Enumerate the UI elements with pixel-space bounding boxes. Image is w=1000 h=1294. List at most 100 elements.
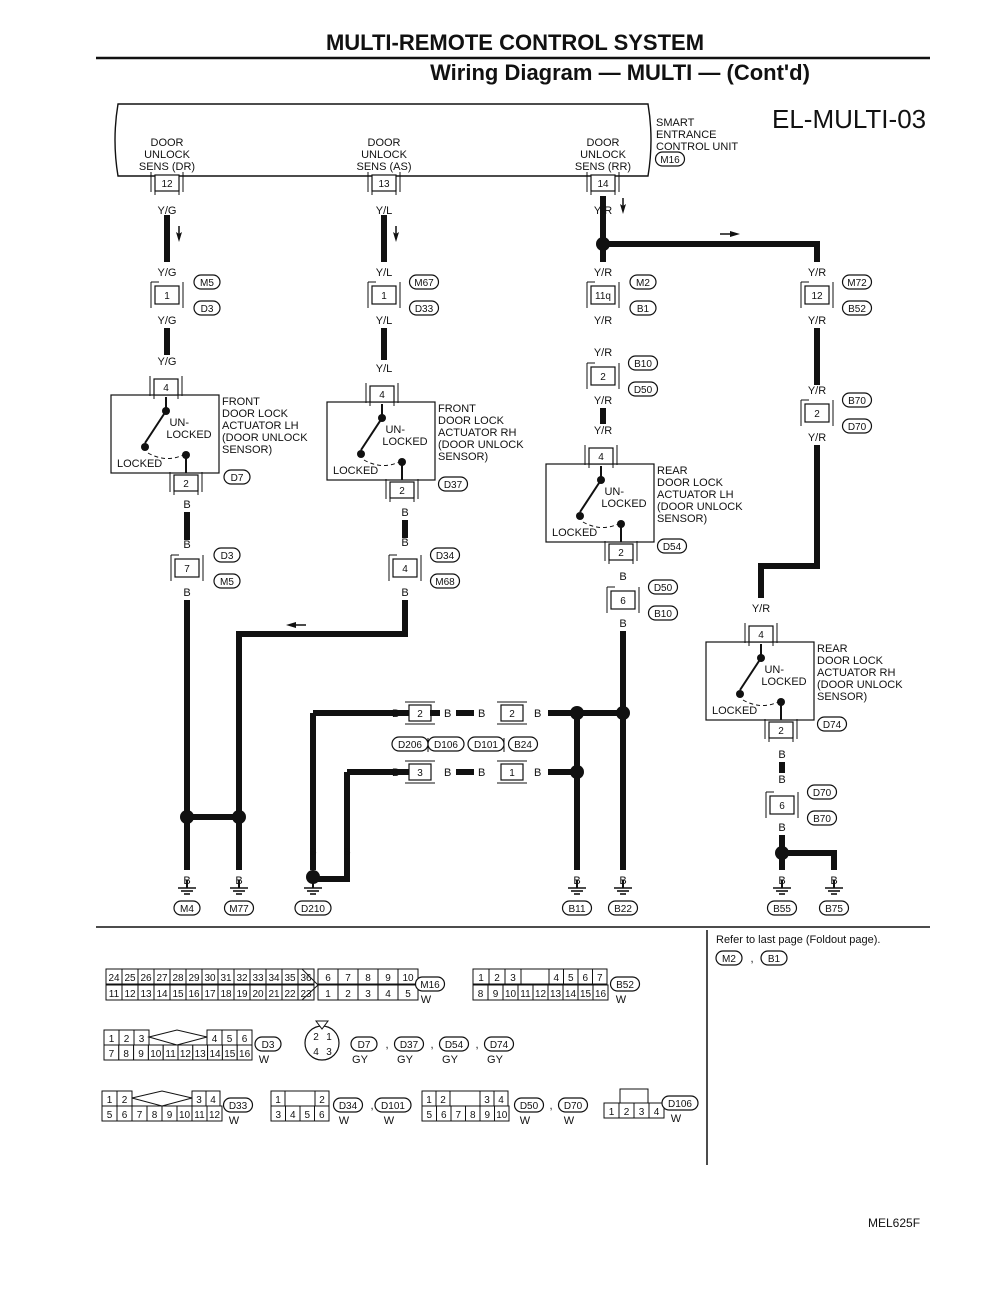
actuator-front-rh-in-pin <box>369 385 395 403</box>
face-d50-top-cell-label: 2 <box>440 1095 446 1106</box>
wire-color: Y/R <box>808 385 826 397</box>
joint-g3-top-badge-label: D50 <box>654 583 673 594</box>
joint-c3-bottom-badge-label: B1 <box>637 304 650 315</box>
joint-g1-pin: 7 <box>184 564 190 575</box>
face-m16-top-cell-label: 32 <box>236 973 248 984</box>
wire-color: B <box>444 767 451 779</box>
wire-color: Y/L <box>376 315 393 327</box>
joint-m2-left-badge-label: D101 <box>474 740 498 751</box>
ground-m77 <box>223 900 255 916</box>
actuator-rear-rh-desc-line: SENSOR) <box>817 691 867 703</box>
face-d33-key <box>131 1090 193 1107</box>
face-d3-bottom-cell-label: 16 <box>239 1049 251 1060</box>
joint-m2-right-badge-label: B24 <box>514 740 532 751</box>
joint-c2-bottom-badge <box>408 300 440 316</box>
control-unit-label: SMART <box>656 117 695 129</box>
wire-color: B <box>534 767 541 779</box>
face-d34-bottom-cell-label: 6 <box>319 1110 325 1121</box>
actuator-front-rh-locked-label: LOCKED <box>333 465 378 477</box>
wire-color: Y/G <box>158 315 177 327</box>
face-m16-bottom-cell-label: 19 <box>236 989 248 1000</box>
face-d3-top-b-cell-label: 6 <box>242 1034 248 1045</box>
face-dgroup-3-badge-label: D74 <box>490 1040 509 1051</box>
joint-c6-pin: 2 <box>814 409 820 420</box>
joint-g1-top-badge <box>213 547 241 563</box>
flow-arrow <box>730 231 740 237</box>
face-m16-bottom-b-cell <box>397 984 419 1001</box>
face-m16-top-cell-label: 24 <box>108 973 120 984</box>
reference-connector-badge <box>715 950 743 966</box>
joint-m2 <box>500 704 524 722</box>
joint-c3-bottom-badge <box>629 300 657 316</box>
face-m16-bottom-cell-label: 20 <box>252 989 264 1000</box>
face-b52-bottom-cell-label: 11 <box>520 989 531 1000</box>
actuator-rear-rh-contact-locked <box>736 690 744 698</box>
ground-b75 <box>818 900 850 916</box>
face-m16-top-cell-label: 31 <box>220 973 232 984</box>
joint-m4 <box>500 763 524 781</box>
face-m16-top-cell-label: 36 <box>300 973 312 984</box>
face-d3-badge-label: D3 <box>262 1040 275 1051</box>
face-m16-top-cell <box>297 968 315 985</box>
ground-b11-label: B11 <box>568 904 585 915</box>
face-d3-bottom-cell-label: 11 <box>165 1049 176 1060</box>
face-b52-bottom-cell-label: 13 <box>550 989 562 1000</box>
face-d106-badge <box>661 1095 699 1111</box>
actuator-front-rh-in-pin-label: 4 <box>379 390 385 401</box>
joint-g2-top-badge <box>429 547 461 563</box>
face-m16-bottom-cell-label: 22 <box>284 989 296 1000</box>
joint-c1-pin: 1 <box>164 291 170 302</box>
joint-g4-top-badge <box>806 784 838 800</box>
joint-m3 <box>408 763 432 781</box>
face-d106-bottom-cell <box>648 1102 665 1119</box>
separator: , <box>750 953 753 965</box>
ground-d210-label: D210 <box>301 904 325 915</box>
page-title: MULTI-REMOTE CONTROL SYSTEM <box>325 30 705 55</box>
terminal-pin-rr-label: 14 <box>597 179 609 190</box>
joint-c1-top-badge-label: M5 <box>200 278 214 289</box>
face-b52-top-cell-label: 2 <box>494 973 500 984</box>
joint-g1-top-badge-label: D3 <box>221 551 234 562</box>
face-m16-badge <box>414 976 446 992</box>
actuator-front-rh-unlocked-label: LOCKED <box>382 436 427 448</box>
junction-dot <box>180 810 194 824</box>
terminal-label-as: DOOR <box>368 137 401 149</box>
ground-m77-label: M77 <box>229 904 249 915</box>
joint-g2 <box>392 558 418 578</box>
joint-g3 <box>610 590 636 610</box>
face-d50-badge-label: D50 <box>520 1101 539 1112</box>
actuator-front-lh-connector-badge-label: D7 <box>231 473 244 484</box>
face-d50-bottom-cell <box>494 1105 510 1122</box>
ground-b11 <box>561 900 593 916</box>
joint-c6 <box>804 403 830 423</box>
face-b52-bottom-cell-label: 10 <box>505 989 517 1000</box>
face-d3-top-b-cell-label: 5 <box>227 1034 233 1045</box>
wire-color: B <box>343 846 350 858</box>
face-m16-bottom-cell-label: 18 <box>220 989 232 1000</box>
face-m16-bottom-cell-label: 15 <box>172 989 184 1000</box>
wire-color: B <box>235 875 242 887</box>
actuator-rear-lh-contact-locked <box>576 512 584 520</box>
face-dgroup-0-color: GY <box>352 1054 369 1066</box>
face-dgroup-1-color: GY <box>397 1054 414 1066</box>
joint-c1-top-badge <box>193 274 221 290</box>
terminal-label-as: UNLOCK <box>361 149 408 161</box>
joint-c5-pin: 12 <box>811 291 823 302</box>
face-round-pin: 3 <box>326 1047 332 1058</box>
joint-g2-bottom-badge-label: M68 <box>435 577 455 588</box>
face-d3-key <box>147 1029 208 1046</box>
face-m16-badge-label: M16 <box>420 980 440 991</box>
joint-c2-top-badge <box>408 274 440 290</box>
wire-color: B <box>619 571 626 583</box>
wire-color: B <box>183 587 190 599</box>
face-b52-bottom-cell <box>592 984 609 1001</box>
face-d3-top-b-cell-label: 4 <box>212 1034 218 1045</box>
ground-b22-label: B22 <box>614 904 632 915</box>
terminal-pin-dr <box>154 174 180 192</box>
face-m16-top-cell-label: 30 <box>204 973 216 984</box>
actuator-rear-lh-desc-line: DOOR LOCK <box>657 477 724 489</box>
face-d50-top-b-cell-label: 3 <box>484 1095 490 1106</box>
page-subtitle: Wiring Diagram — MULTI — (Cont'd) <box>430 60 810 85</box>
control-unit-connector-badge <box>654 151 686 167</box>
joint-m1-right-badge-label: D106 <box>434 740 458 751</box>
